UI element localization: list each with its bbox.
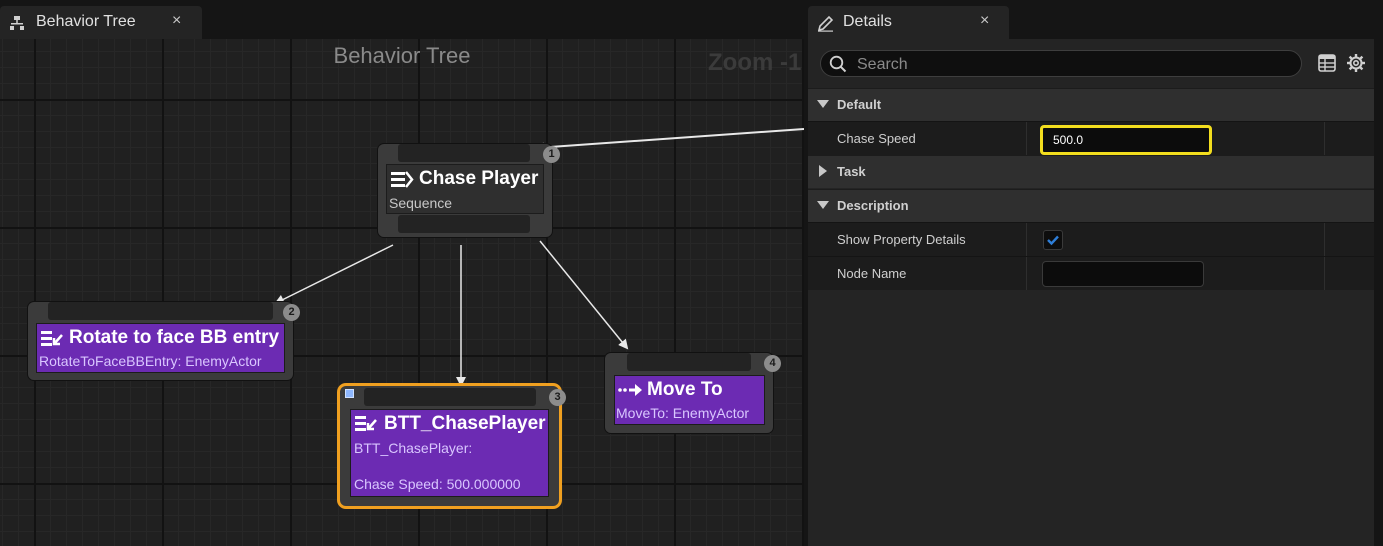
node-title: Rotate to face BB entry xyxy=(69,327,280,348)
graph-tab-bar: Behavior Tree × xyxy=(0,0,804,39)
close-icon[interactable]: × xyxy=(172,12,182,29)
property-row-node-name: Node Name xyxy=(808,256,1374,290)
category-task[interactable]: Task xyxy=(808,155,1374,188)
pencil-icon xyxy=(817,15,834,32)
input-pin[interactable] xyxy=(48,302,273,320)
chase-speed-field[interactable] xyxy=(1040,125,1212,155)
edge-chase-player-to-move-to xyxy=(539,240,629,350)
behavior-tree-graph[interactable]: Behavior Tree Zoom -1 Chase Player Seque… xyxy=(0,39,804,546)
node-body xyxy=(350,409,549,497)
execution-order-badge: 2 xyxy=(283,304,300,321)
column-divider xyxy=(1324,257,1325,290)
sequence-icon xyxy=(391,171,414,188)
node-move-to[interactable]: Move To MoveTo: EnemyActor 4 xyxy=(605,353,781,433)
edge-root-to-chase-player xyxy=(534,128,804,153)
category-label: Description xyxy=(837,198,909,213)
graph-title: Behavior Tree xyxy=(333,43,471,68)
execution-order-badge: 1 xyxy=(543,146,560,163)
property-row-chase-speed: Chase Speed xyxy=(808,121,1374,155)
node-body xyxy=(386,164,544,214)
category-description[interactable]: Description xyxy=(808,189,1374,222)
node-subtitle: Sequence xyxy=(389,195,453,211)
node-subtitle: MoveTo: EnemyActor xyxy=(616,405,750,421)
tab-title: Behavior Tree xyxy=(36,13,136,30)
chevron-down-icon xyxy=(817,100,829,108)
node-title: Chase Player xyxy=(419,168,539,189)
task-icon xyxy=(355,416,377,431)
gear-icon[interactable] xyxy=(1346,53,1366,73)
category-label: Task xyxy=(837,164,866,179)
node-title: Move To xyxy=(647,379,723,400)
node-subtitle: RotateToFaceBBEntry: EnemyActor xyxy=(39,353,262,369)
output-pin[interactable] xyxy=(398,215,530,233)
table-view-icon[interactable] xyxy=(1318,54,1336,72)
edge-chase-player-to-rotate xyxy=(274,244,394,304)
breakpoint-indicator xyxy=(345,389,354,398)
tab-title: Details xyxy=(843,13,892,30)
category-label: Default xyxy=(837,97,882,112)
column-divider xyxy=(1324,122,1325,155)
node-name-field[interactable] xyxy=(1042,261,1204,287)
details-body: Default Chase Speed Task Description Sho… xyxy=(808,39,1374,546)
category-default[interactable]: Default xyxy=(808,88,1374,121)
column-divider xyxy=(1026,122,1027,155)
node-body xyxy=(614,375,765,425)
task-icon xyxy=(41,331,63,346)
node-rotate-to-face[interactable]: Rotate to face BB entry RotateToFaceBBEn… xyxy=(28,302,300,380)
bottom-tab-stub xyxy=(808,540,980,546)
tab-details[interactable]: Details × xyxy=(808,6,1009,39)
details-panel: Details × xyxy=(808,0,1383,546)
input-pin[interactable] xyxy=(364,388,536,406)
search-input[interactable] xyxy=(855,54,1279,75)
chevron-down-icon xyxy=(817,201,829,209)
show-property-details-checkbox[interactable] xyxy=(1043,230,1063,250)
move-to-icon xyxy=(618,384,642,396)
property-label: Node Name xyxy=(837,266,907,281)
graph-edges xyxy=(274,128,804,387)
search-box[interactable] xyxy=(820,50,1302,77)
column-divider xyxy=(1026,223,1027,256)
property-label: Chase Speed xyxy=(837,131,916,146)
execution-order-badge: 3 xyxy=(549,389,566,406)
search-icon xyxy=(829,55,847,73)
close-icon[interactable]: × xyxy=(980,12,990,29)
node-title: BTT_ChasePlayer xyxy=(384,413,546,434)
node-btt-chase-player[interactable]: BTT_ChasePlayer BTT_ChasePlayer: Chase S… xyxy=(340,386,566,506)
node-property-detail: Chase Speed: 500.000000 xyxy=(354,476,521,492)
checkmark-icon xyxy=(1047,235,1059,246)
behavior-tree-icon xyxy=(10,16,24,30)
input-pin[interactable] xyxy=(627,353,751,371)
node-chase-player[interactable]: Chase Player Sequence 1 xyxy=(378,144,560,237)
node-body xyxy=(36,323,285,373)
zoom-label: Zoom -1 xyxy=(708,49,802,76)
execution-order-badge: 4 xyxy=(764,355,781,372)
column-divider xyxy=(1026,257,1027,290)
property-row-show-property-details: Show Property Details xyxy=(808,222,1374,256)
input-pin[interactable] xyxy=(398,144,530,162)
node-subtitle: BTT_ChasePlayer: xyxy=(354,440,473,456)
column-divider xyxy=(1324,223,1325,256)
tab-behavior-tree[interactable]: Behavior Tree × xyxy=(0,6,202,39)
chevron-right-icon xyxy=(819,165,827,177)
property-label: Show Property Details xyxy=(837,232,966,247)
